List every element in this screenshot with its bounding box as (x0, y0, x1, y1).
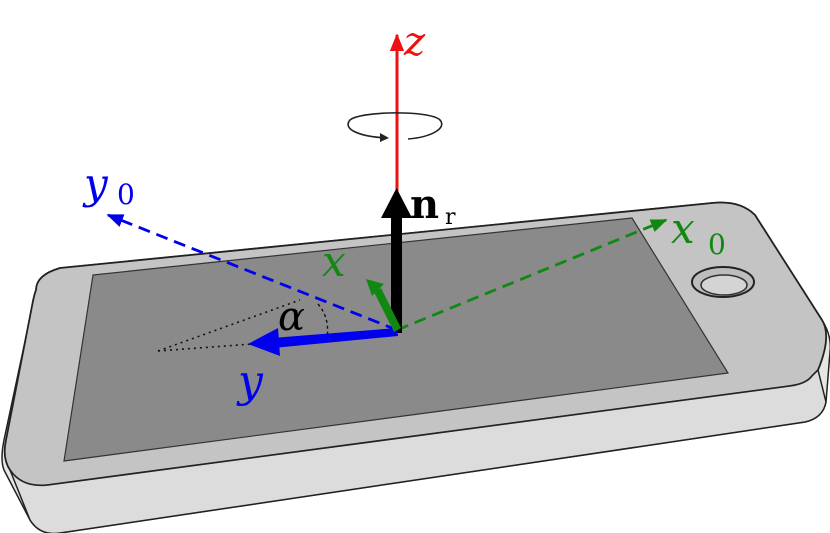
x-label: x (322, 237, 346, 286)
home-button-icon (691, 266, 755, 298)
phone-screen (63, 217, 729, 462)
y0-label-sub: 0 (117, 178, 135, 211)
n-label-base: n (410, 181, 439, 228)
x0-label: x 0 (671, 204, 726, 261)
angle-construction (157, 299, 329, 352)
x-axis-vector (366, 279, 401, 332)
n-label-sub: r (445, 205, 456, 230)
x0-label-base: x (671, 204, 695, 253)
y0-label: y 0 (82, 159, 135, 211)
y-label: y (236, 356, 264, 407)
rotation-arrow-icon (347, 112, 443, 142)
phone-body (1, 201, 830, 533)
y0-label-base: y (82, 159, 109, 208)
normal-vector (381, 188, 412, 333)
x0-axis (396, 218, 668, 332)
alpha-label: α (278, 294, 305, 340)
z-label: z (403, 19, 426, 65)
y0-axis (106, 213, 398, 332)
y-axis-vector (248, 328, 398, 356)
n-label: n r (410, 181, 456, 230)
x0-label-sub: 0 (708, 228, 726, 261)
